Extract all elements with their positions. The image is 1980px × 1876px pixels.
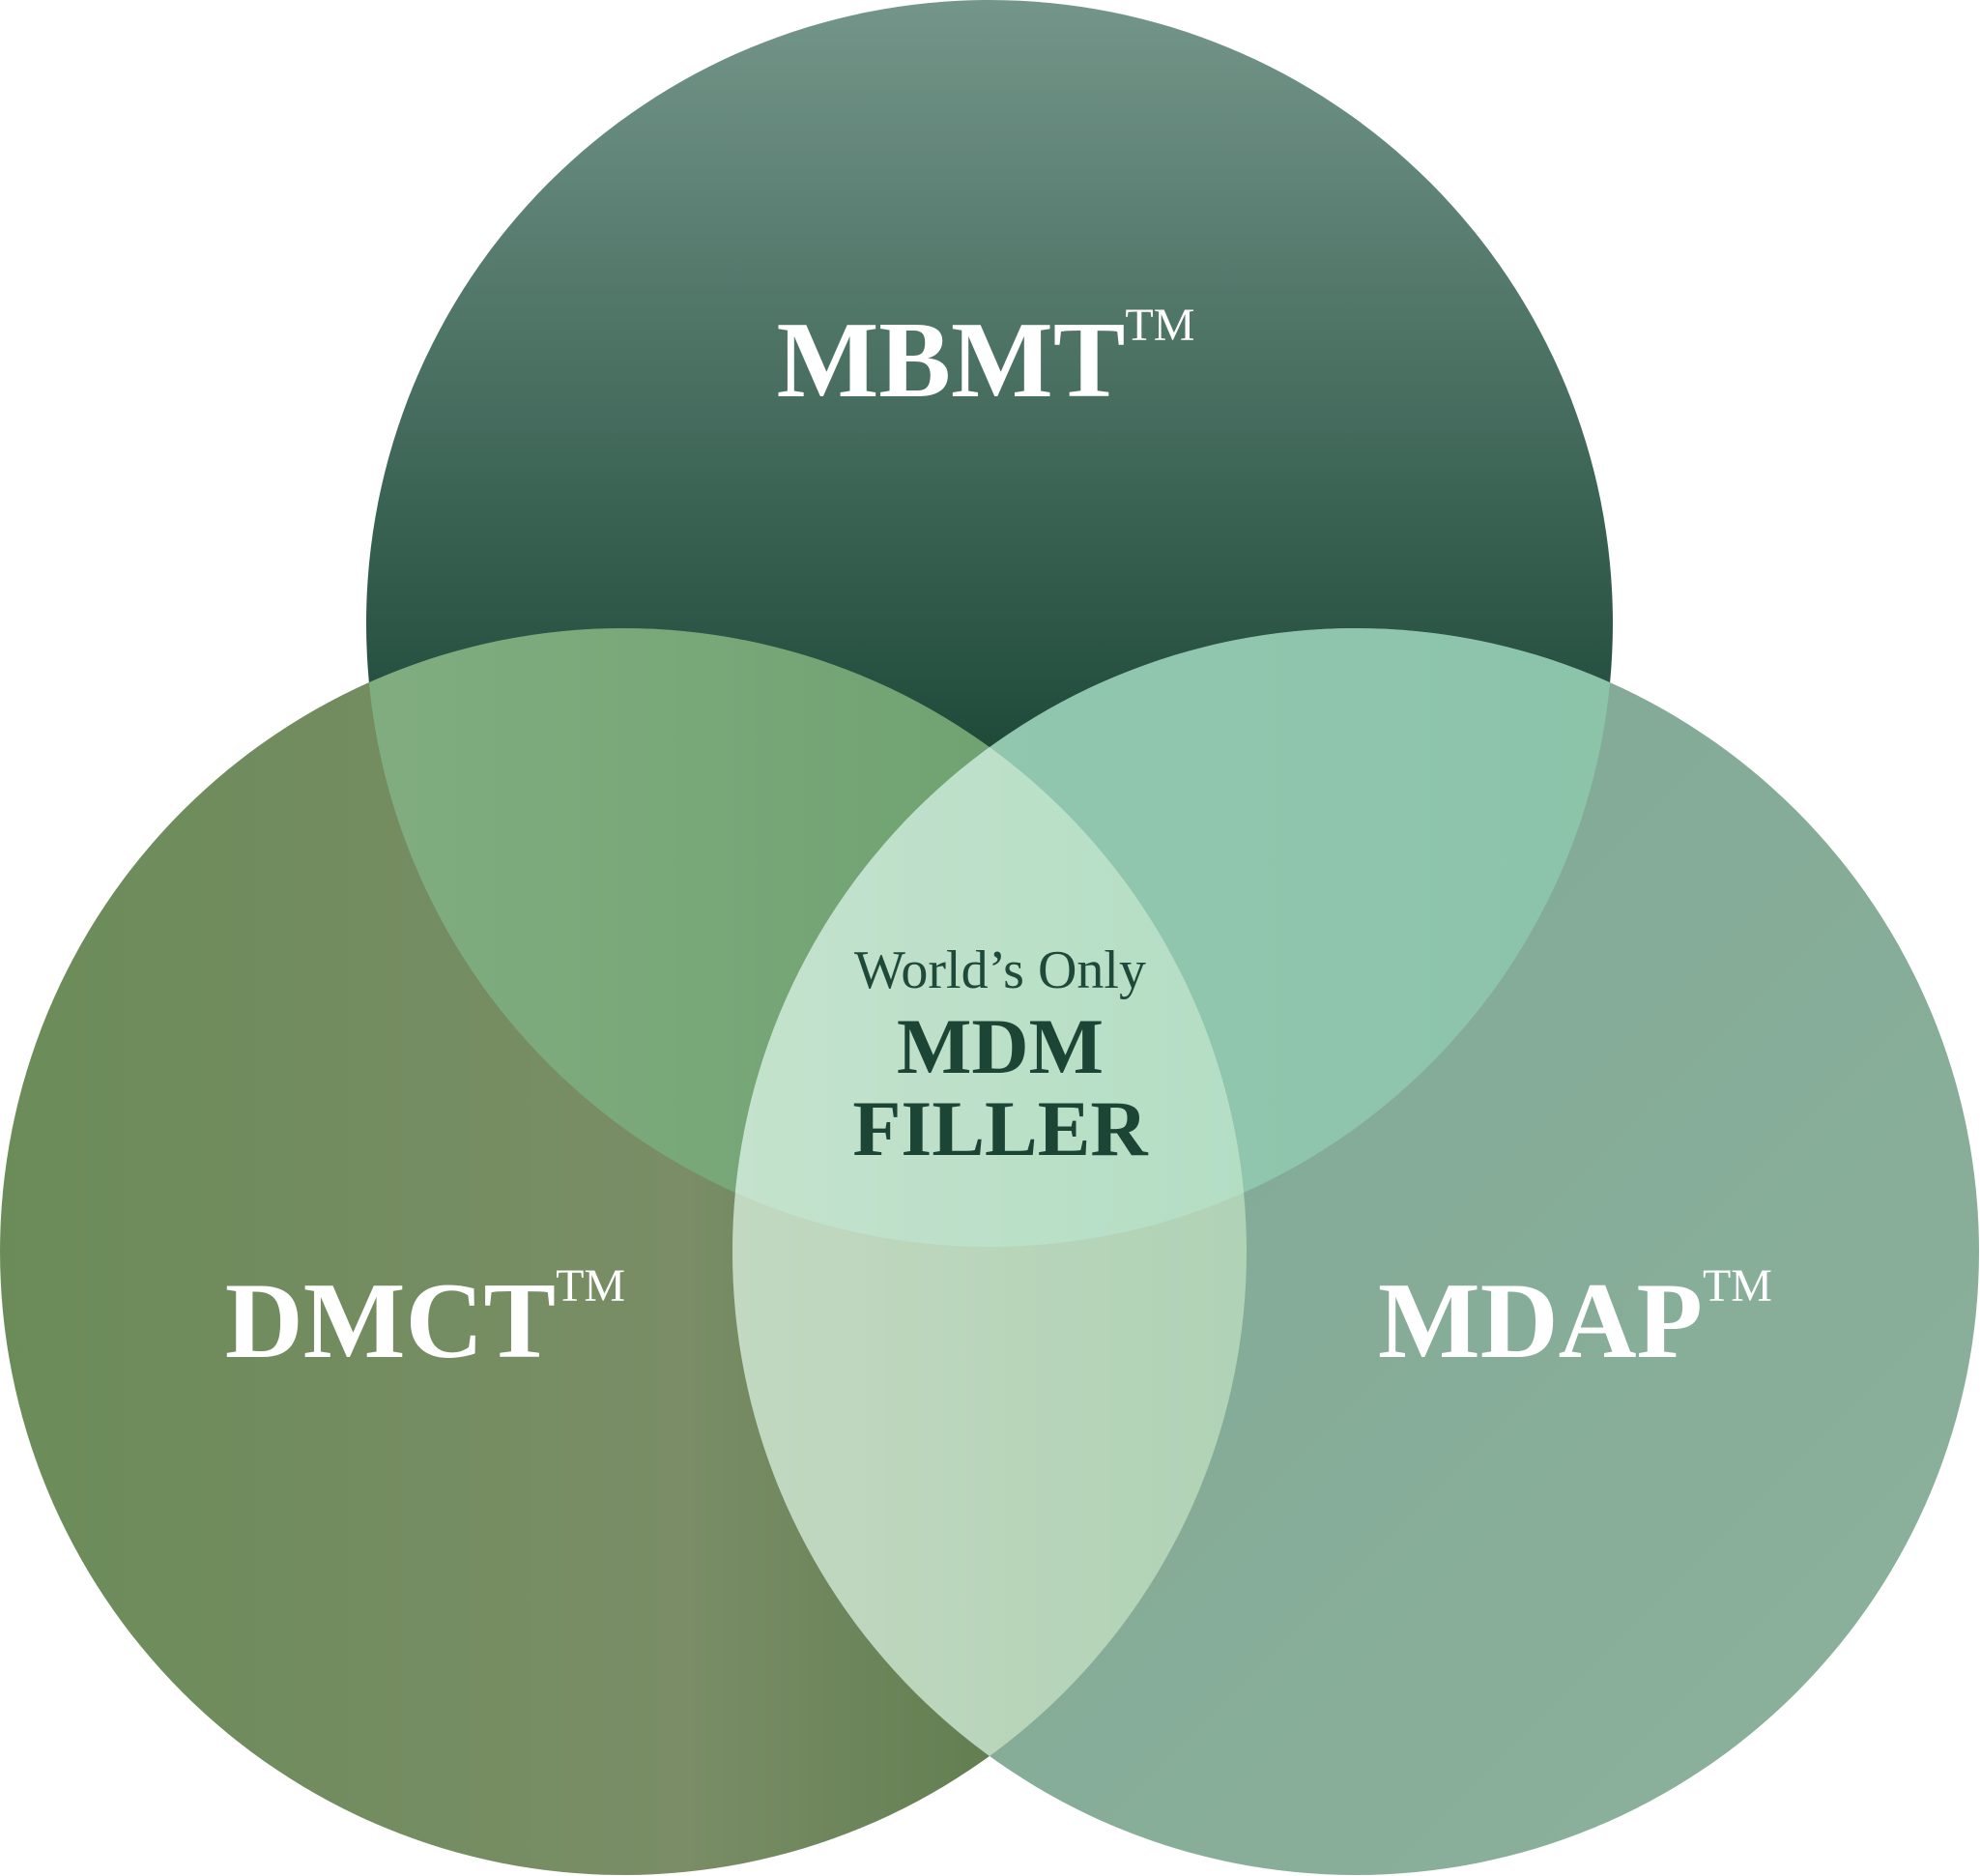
label-mdap-name: MDAP [1378, 1261, 1703, 1381]
center-line1: World’s Only [854, 940, 1146, 1000]
label-mbmt-name: MBMT [777, 301, 1126, 420]
label-mbmt-tm: TM [1125, 300, 1194, 351]
label-dmct-name: DMCT [225, 1261, 556, 1381]
overlap-all [732, 628, 1247, 1247]
label-mdap: MDAPTM [1378, 1260, 1772, 1381]
label-mdap-tm: TM [1703, 1260, 1772, 1312]
center-line2: MDM [897, 1002, 1104, 1090]
label-dmct: DMCTTM [225, 1260, 625, 1381]
label-dmct-tm: TM [556, 1260, 625, 1312]
label-mbmt: MBMTTM [777, 300, 1195, 420]
center-line3: FILLER [852, 1084, 1148, 1172]
